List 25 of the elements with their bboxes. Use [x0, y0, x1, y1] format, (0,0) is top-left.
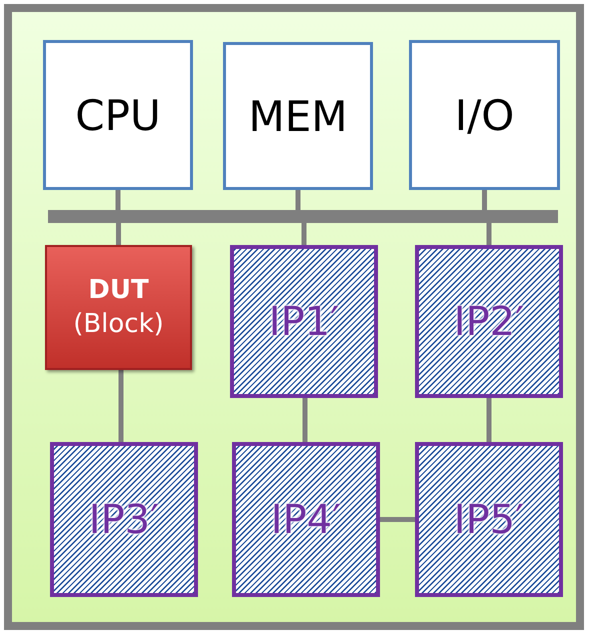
- block-label: I/O: [454, 90, 514, 140]
- connector-line: [380, 517, 415, 522]
- chip-background: [4, 4, 584, 630]
- ip-block: [232, 442, 380, 597]
- connector-line: [116, 190, 120, 210]
- connector-line: [302, 398, 308, 442]
- block-label: MEM: [248, 92, 348, 140]
- connector-line: [302, 223, 306, 245]
- block-label: CPU: [75, 90, 161, 140]
- ip-block: [415, 245, 563, 398]
- block-box: [409, 40, 560, 190]
- block-box: [223, 42, 373, 190]
- dut-block: [45, 245, 192, 370]
- ip-block: [415, 442, 563, 597]
- ip-block: [230, 245, 378, 398]
- connector-line: [118, 370, 124, 442]
- ip-block: [50, 442, 198, 597]
- connector-line: [486, 223, 492, 245]
- connector-line: [296, 190, 300, 210]
- connector-line: [116, 223, 121, 245]
- system-bus-bar: [48, 210, 558, 223]
- block-label: DUT (Block): [72, 274, 165, 340]
- connector-line: [482, 190, 487, 210]
- connector-line: [486, 398, 492, 442]
- block-box: [43, 40, 193, 190]
